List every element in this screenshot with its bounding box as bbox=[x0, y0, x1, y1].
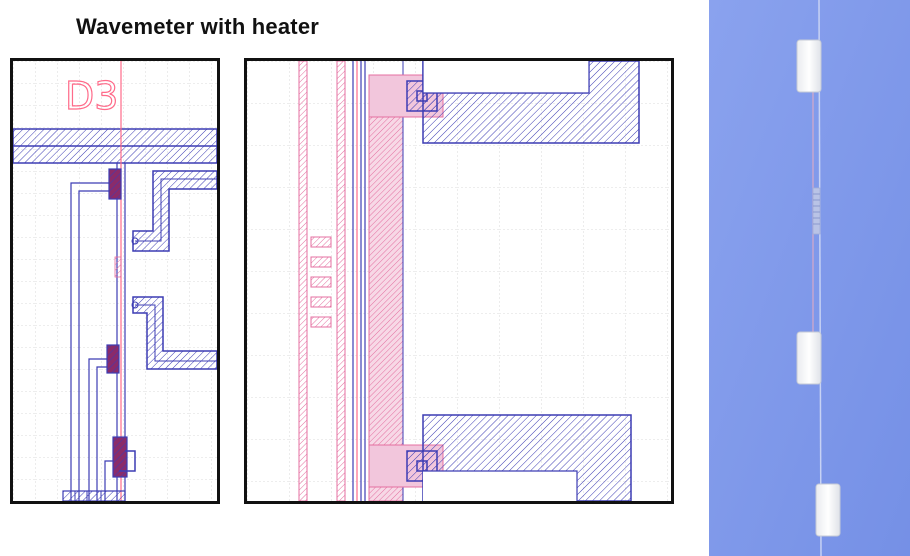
waveguide-rail-1 bbox=[298, 61, 308, 501]
wire-left-2 bbox=[88, 358, 109, 501]
heater-zoom-drawing bbox=[247, 61, 671, 501]
micrograph-waveguide bbox=[818, 0, 822, 556]
figure-title: Wavemeter with heater bbox=[76, 14, 320, 39]
metal-arm-lower bbox=[132, 296, 217, 370]
device-micrograph bbox=[709, 0, 910, 556]
layout-overview-drawing: D3 bbox=[13, 61, 217, 501]
micrograph-drawing bbox=[709, 0, 910, 556]
micrograph-heater-grating bbox=[812, 187, 821, 235]
heater-strip bbox=[114, 256, 122, 278]
waveguide-rail-2 bbox=[336, 61, 346, 501]
micrograph-pad-2 bbox=[796, 331, 822, 385]
wire-left-1 bbox=[70, 182, 111, 501]
micrograph-pad-1 bbox=[796, 39, 822, 93]
waveguide-cluster bbox=[352, 61, 366, 501]
device-label: D3 bbox=[65, 74, 118, 118]
micrograph-pad-3 bbox=[815, 483, 841, 537]
layout-overview-panel: D3 bbox=[10, 58, 220, 504]
metal-arm-upper bbox=[132, 170, 217, 252]
bottom-pads bbox=[62, 490, 126, 501]
grating-blocks bbox=[310, 236, 332, 328]
heater-zoom-panel bbox=[244, 58, 674, 504]
